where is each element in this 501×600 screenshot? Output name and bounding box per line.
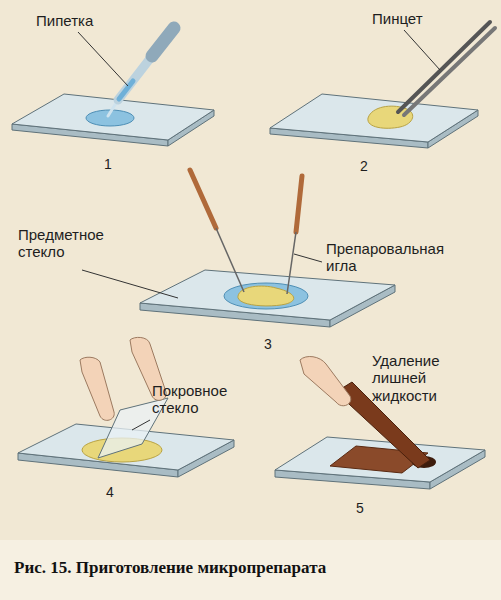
callout-number: 5 xyxy=(356,500,364,516)
callout-number: 3 xyxy=(264,336,272,352)
part-label: Удаление лишней жидкости xyxy=(372,352,492,404)
callout-number: 4 xyxy=(106,484,114,500)
panel-pipette xyxy=(12,28,214,146)
part-label: Препаровальная игла xyxy=(326,240,476,275)
panel-cover-glass xyxy=(18,337,234,477)
figure-caption: Рис. 15. Приготовление микропрепарата xyxy=(14,558,326,578)
part-label: Покровное стекло xyxy=(152,382,248,417)
panel-tweezers xyxy=(270,22,495,148)
part-label: Предметное стекло xyxy=(18,226,130,261)
callout-number: 1 xyxy=(104,156,112,172)
part-label: Пинцет xyxy=(372,10,423,27)
callout-number: 2 xyxy=(360,158,368,174)
part-label: Пипетка xyxy=(36,12,93,29)
